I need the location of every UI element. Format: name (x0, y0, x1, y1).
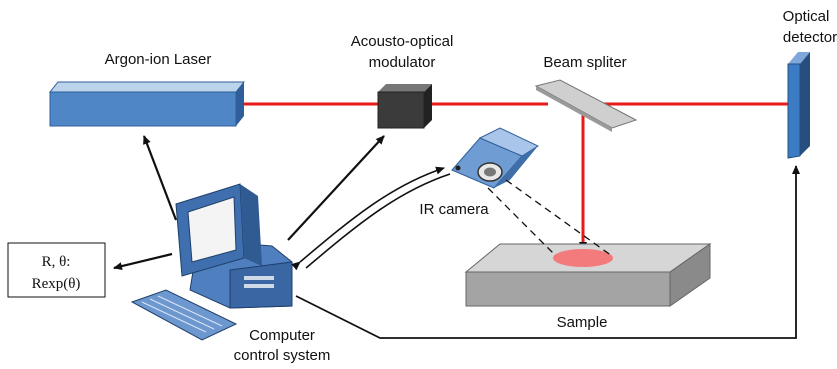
link-computer-camera-outer (291, 166, 445, 271)
beam-splitter (534, 79, 638, 132)
laser-label: Argon-ion Laser (105, 51, 212, 68)
signal-arrows (113, 135, 800, 339)
ir-camera (451, 127, 540, 189)
optical-detector (787, 52, 810, 159)
output-line1: R, θ: (42, 254, 71, 270)
output-box (7, 242, 106, 298)
laser-spot (553, 249, 613, 267)
arrow-computer-to-laser (142, 135, 178, 221)
camera-field-of-view (487, 179, 613, 257)
aom-label-line1: Acousto-optical (351, 33, 454, 50)
computer-label-line2: control system (234, 347, 331, 364)
beam-splitter-label: Beam spliter (543, 54, 626, 71)
sample (464, 243, 712, 307)
arrow-computer-to-aom (287, 135, 385, 241)
aom-label-line2: modulator (369, 54, 436, 71)
detector-label-line2: detector (783, 29, 837, 46)
computer (130, 183, 293, 341)
acousto-optical-modulator (377, 84, 432, 129)
ir-camera-label: IR camera (419, 201, 489, 218)
link-computer-camera-inner (305, 173, 451, 269)
laser-beam (236, 102, 790, 251)
arrow-computer-to-output (113, 252, 173, 271)
arrow-computer-to-detector (295, 165, 800, 339)
output-line2: Rexp(θ) (32, 276, 81, 292)
sample-label: Sample (557, 314, 608, 331)
argon-ion-laser (48, 81, 246, 127)
detector-label-line1: Optical (783, 8, 830, 25)
computer-label-line1: Computer (249, 327, 315, 344)
